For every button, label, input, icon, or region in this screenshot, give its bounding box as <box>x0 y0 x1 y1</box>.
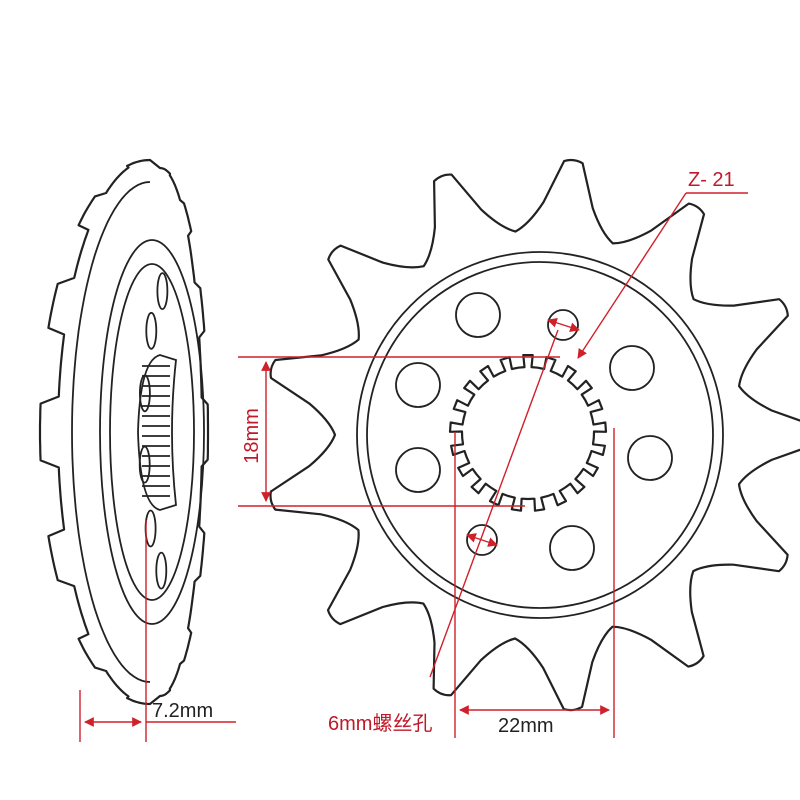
dimension-lines: Z- 21 18mm 7.2mm 6mm螺丝孔 22mm <box>79 169 748 742</box>
bolt-hole <box>549 525 595 571</box>
front-view-outer-ring <box>356 251 724 619</box>
side-view-spline-lines <box>142 365 170 497</box>
side-view-bolt-slot <box>144 509 157 548</box>
front-view-bolt-holes <box>395 292 673 571</box>
sprocket-side-view <box>38 158 210 706</box>
sprocket-front-view <box>269 158 800 712</box>
bolt-hole-label: 6mm螺丝孔 <box>328 712 432 735</box>
thickness-label: 7.2mm <box>152 700 213 722</box>
side-view-teeth-outline <box>38 158 210 706</box>
side-view-bolt-slot <box>155 551 168 590</box>
tooth-count-leader <box>577 192 687 359</box>
bolt-hole <box>455 292 501 338</box>
side-view-face-ring <box>99 239 205 625</box>
side-view-bolt-slots <box>138 272 169 590</box>
bolt-hole-leader <box>429 329 559 678</box>
side-view-bolt-slot <box>156 272 169 311</box>
front-view-inner-ring <box>366 261 714 609</box>
side-view-back-rim <box>71 181 151 683</box>
threaded-hole-bottom-marker <box>466 533 498 547</box>
side-view-spline-hub <box>137 354 177 511</box>
side-view-inner-ring <box>109 263 195 601</box>
bolt-hole <box>395 362 441 408</box>
threaded-hole-top-marker <box>547 318 580 332</box>
front-view-spline-bore <box>448 354 608 512</box>
tooth-count-label: Z- 21 <box>688 169 735 191</box>
front-view-teeth-outline <box>269 158 800 712</box>
bolt-hole <box>627 435 673 481</box>
bolt-hole <box>609 345 655 391</box>
spline-width-label: 22mm <box>498 715 554 737</box>
bore-height-label: 18mm <box>241 408 263 464</box>
bolt-hole <box>395 447 441 493</box>
side-view-bolt-slot <box>145 311 158 350</box>
